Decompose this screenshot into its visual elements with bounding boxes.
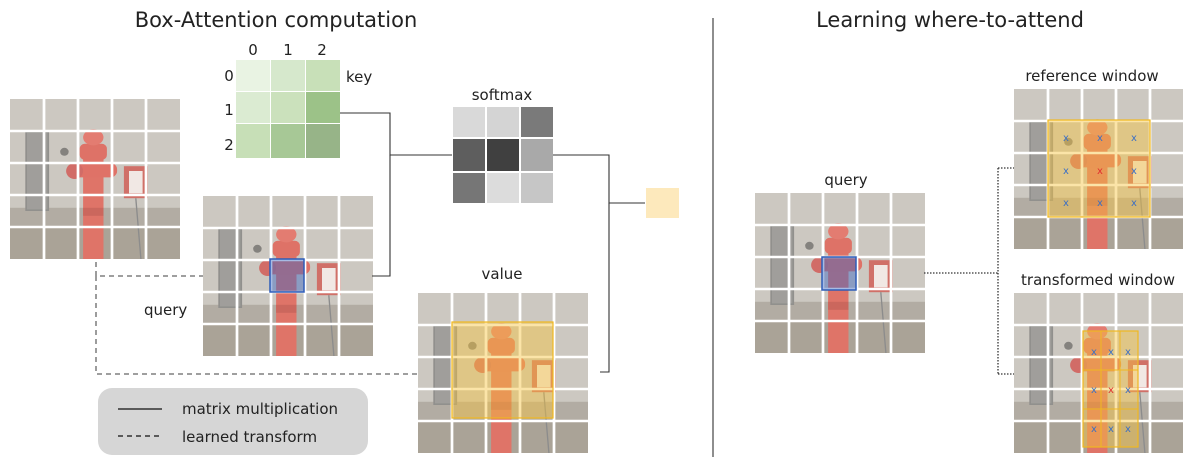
softmax-cell-0-1 [487, 107, 519, 137]
key-col-label-0: 0 [248, 41, 258, 59]
key-cell-1-1 [271, 92, 305, 123]
softmax-cell-0-0 [453, 107, 485, 137]
source-image [8, 97, 182, 261]
svg-text:x: x [1131, 133, 1137, 144]
key-cell-1-0 [236, 92, 270, 123]
svg-text:x: x [1097, 198, 1103, 209]
softmax-cell-1-1 [487, 139, 519, 171]
left-panel-title: Box-Attention computation [135, 8, 418, 32]
key-label: key [346, 68, 372, 86]
where-to-attend-connectors [924, 167, 1014, 375]
svg-text:x: x [1091, 385, 1097, 396]
key-col-label-1: 1 [283, 41, 293, 59]
svg-text:x: x [1125, 385, 1131, 396]
svg-text:x: x [1091, 424, 1097, 435]
key-row-label-2: 2 [224, 136, 234, 154]
legend-box [98, 388, 368, 455]
key-matrix [236, 60, 340, 158]
key-row-label-1: 1 [224, 101, 234, 119]
softmax-label: softmax [472, 86, 533, 104]
transformed-window-label: transformed window [1021, 271, 1175, 289]
softmax-cell-2-2 [521, 173, 553, 203]
svg-text:x: x [1091, 347, 1097, 358]
value-label: value [482, 265, 523, 283]
svg-text:x: x [1125, 347, 1131, 358]
key-cell-0-1 [271, 60, 305, 91]
transformed-window-cells [1083, 331, 1138, 447]
key-cell-2-2 [306, 124, 340, 158]
svg-text:x: x [1108, 424, 1114, 435]
output-cell [646, 188, 679, 218]
svg-text:x: x [1063, 198, 1069, 209]
legend-learned-transform: learned transform [182, 428, 317, 446]
value-attention-box [451, 321, 554, 419]
key-cell-0-0 [236, 60, 270, 91]
softmax-cell-0-2 [521, 107, 553, 137]
svg-text:x: x [1108, 347, 1114, 358]
key-cell-2-1 [271, 124, 305, 158]
reference-sample-points: x x x x x x x x x [1063, 133, 1137, 209]
svg-text:x: x [1108, 385, 1114, 396]
svg-text:x: x [1063, 166, 1069, 177]
svg-text:x: x [1097, 133, 1103, 144]
matmul-connectors [340, 112, 645, 373]
right-panel-title: Learning where-to-attend [816, 8, 1084, 32]
key-col-label-2: 2 [317, 41, 327, 59]
right-query-box [821, 256, 857, 291]
softmax-cell-2-1 [487, 173, 519, 203]
softmax-cell-2-0 [453, 173, 485, 203]
key-cell-0-2 [306, 60, 340, 91]
reference-window-box [1047, 119, 1151, 218]
transformed-window-box [1082, 330, 1139, 448]
softmax-cell-1-0 [453, 139, 485, 171]
svg-text:x: x [1131, 166, 1137, 177]
legend-matrix-multiplication: matrix multiplication [182, 400, 338, 418]
key-cell-1-2 [306, 92, 340, 123]
key-row-label-0: 0 [224, 67, 234, 85]
key-cell-2-0 [236, 124, 270, 158]
left-query-label: query [144, 301, 187, 319]
svg-text:x: x [1063, 133, 1069, 144]
softmax-cell-1-2 [521, 139, 553, 171]
svg-text:x: x [1125, 424, 1131, 435]
reference-window-label: reference window [1025, 67, 1158, 85]
right-query-label: query [824, 171, 867, 189]
softmax-matrix [453, 107, 553, 203]
learned-transform-connectors [95, 262, 418, 375]
svg-text:x: x [1097, 166, 1103, 177]
svg-text:x: x [1131, 198, 1137, 209]
query-box [269, 258, 305, 293]
